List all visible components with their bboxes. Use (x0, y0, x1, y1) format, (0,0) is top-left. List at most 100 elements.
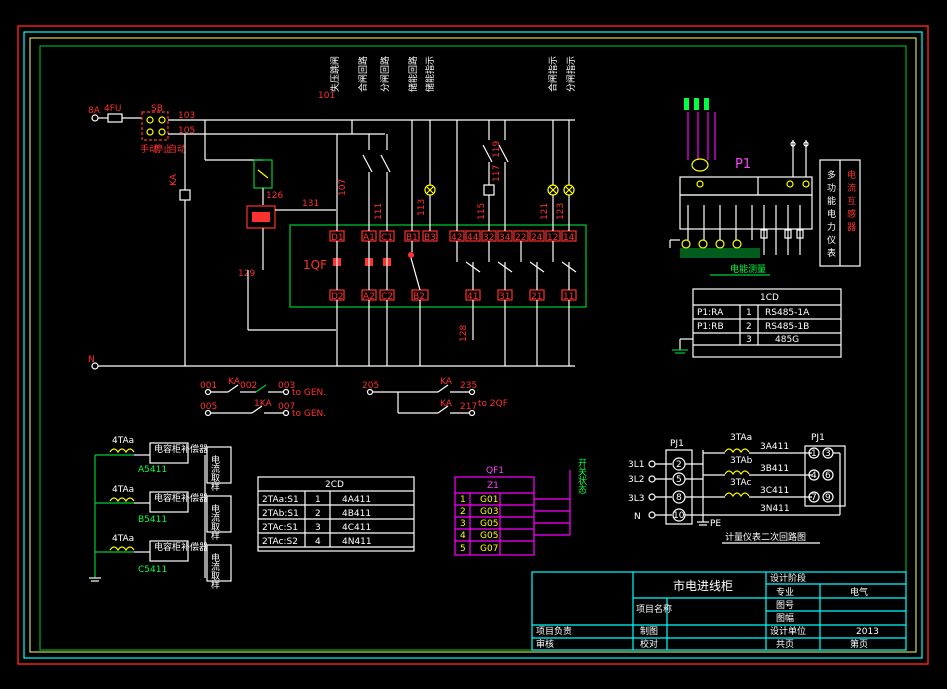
svg-text:审核: 审核 (536, 638, 554, 650)
svg-text:D2: D2 (331, 292, 344, 302)
svg-text:制图: 制图 (640, 625, 658, 637)
svg-text:42: 42 (451, 233, 462, 243)
svg-text:2: 2 (746, 322, 752, 332)
wire-117: 117 (492, 165, 502, 182)
meter-section: P1 电能测量 多功能电力仪表 电流互感器 (669, 98, 861, 358)
svg-text:24: 24 (531, 233, 543, 243)
svg-text:1: 1 (746, 308, 752, 318)
svg-text:设计单位: 设计单位 (770, 625, 806, 637)
mode-label-auto: 自动 (168, 143, 186, 155)
svg-text:14: 14 (563, 233, 575, 243)
svg-text:3: 3 (315, 523, 321, 533)
svg-text:电容柜补偿器: 电容柜补偿器 (154, 443, 208, 455)
meter-legend-2: 电流互感器 (845, 169, 856, 235)
project-name: 项目名称 (636, 603, 672, 615)
qf2-contacts: 205 KA 235 KA 217 to 2QF (362, 377, 508, 417)
svg-text:32: 32 (483, 233, 494, 243)
qf2-row2-to: to 2QF (478, 399, 508, 409)
relay-ka-label: KA (169, 173, 179, 186)
gen-row1-from: 001 (200, 381, 217, 391)
terminal-row-top: D1 A1 C1 B1 B3 42 44 32 34 22 24 12 14 (329, 230, 577, 243)
breaker-1qf-box (289, 224, 587, 308)
label-close-indicator: 合闸指示 (547, 56, 559, 92)
label-open-circuit: 分闸回路 (379, 56, 391, 92)
meter-p1-label: P1 (735, 157, 751, 172)
svg-text:P1:RB: P1:RB (697, 322, 724, 332)
phase-3l1: 3L1 (628, 460, 644, 470)
gen-row2-ka: 1KA (254, 399, 272, 409)
wire-107: 107 (338, 179, 348, 196)
gen-row1-to: to GEN. (292, 388, 326, 398)
svg-text:3TAa: 3TAa (730, 433, 752, 443)
meter-terminal-strip (679, 194, 813, 230)
svg-text:2: 2 (315, 509, 321, 519)
svg-text:电容柜补偿器: 电容柜补偿器 (154, 541, 208, 553)
main-control-circuit: 8A 4FU SB 手动 停止 自动 103 105 101 失压跳闸 合闸回路… (88, 56, 587, 419)
selector-switch-sb (141, 111, 169, 141)
relay-ka-coil (179, 189, 191, 201)
svg-text:D1: D1 (331, 233, 344, 243)
pj-caption: 计量仪表二次回路图 (725, 531, 806, 543)
title-block: 市电进线柜 项目名称 设计阶段 专业 电气 图号 图幅 设计单位 2013 共页… (531, 571, 907, 651)
svg-text:8: 8 (676, 493, 682, 503)
wire-105: 105 (178, 126, 195, 136)
wire-128: 128 (459, 325, 469, 342)
svg-text:3TAb: 3TAb (730, 456, 753, 466)
svg-text:31: 31 (499, 292, 510, 302)
left-node-label: 8A (88, 106, 101, 116)
gen-row2-to-num: 007 (278, 402, 295, 412)
table-2cd-title: 2CD (325, 480, 344, 490)
qf2-row1-from: 205 (362, 381, 379, 391)
svg-text:1: 1 (811, 449, 817, 459)
drawing-title: 市电进线柜 (673, 578, 733, 593)
svg-text:4N411: 4N411 (342, 537, 372, 547)
svg-text:2013: 2013 (856, 627, 879, 637)
svg-text:10: 10 (673, 511, 685, 521)
pj-right-label: PJ1 (811, 433, 825, 443)
svg-text:2TAa:S1: 2TAa:S1 (262, 495, 299, 505)
svg-text:电流取样: 电流取样 (209, 503, 220, 541)
svg-text:3: 3 (825, 449, 831, 459)
svg-text:3: 3 (460, 519, 466, 529)
svg-text:图幅: 图幅 (776, 612, 794, 624)
svg-text:6: 6 (825, 471, 831, 481)
svg-text:专业: 专业 (776, 586, 794, 598)
svg-text:电容柜补偿器: 电容柜补偿器 (154, 492, 208, 504)
wire-121: 121 (540, 203, 550, 220)
table-qf1-side: 开关状态 (576, 458, 587, 494)
ct-row-a: 4TAa 电容柜补偿器 A5411 电流取样 (95, 436, 232, 492)
svg-text:A2: A2 (363, 292, 375, 302)
svg-text:G03: G03 (480, 507, 498, 517)
table-1cd-title: 1CD (760, 293, 779, 303)
relay-ka2-coil (483, 184, 495, 196)
svg-text:RS485-1B: RS485-1B (765, 322, 809, 332)
pj-left-label: PJ1 (670, 439, 684, 449)
svg-text:3: 3 (746, 335, 752, 345)
svg-text:2TAb:S1: 2TAb:S1 (262, 509, 299, 519)
wire-131: 131 (302, 199, 319, 209)
gen-contacts: 001 KA 002 003 to GEN. 005 1KA 007 to GE… (200, 377, 326, 419)
svg-text:图号: 图号 (776, 600, 794, 611)
qf2-row2-num: 217 (460, 402, 477, 412)
svg-text:485G: 485G (775, 335, 799, 345)
wire-101: 101 (318, 91, 335, 101)
terminal-44 (465, 230, 481, 242)
pj-metering-section: PJ1 PJ1 3L1 3L2 3L3 N 2 5 8 10 3TAa 3A41… (628, 433, 846, 544)
table-1cd: 1CD P1:RA 1 RS485-1A P1:RB 2 RS485-1B 3 … (672, 288, 842, 358)
svg-text:B2: B2 (413, 292, 425, 302)
svg-text:4A411: 4A411 (342, 495, 371, 505)
meter-bottom-caption: 电能测量 (730, 263, 766, 275)
charging-motor (246, 205, 276, 229)
sb-label: SB (151, 104, 163, 114)
wire-113: 113 (417, 199, 427, 216)
svg-text:电流取样: 电流取样 (209, 552, 220, 590)
svg-text:21: 21 (531, 292, 542, 302)
svg-text:3C411: 3C411 (760, 486, 789, 496)
frame-cyan (23, 31, 923, 659)
svg-text:12: 12 (547, 233, 558, 243)
svg-text:4: 4 (315, 537, 321, 547)
label-charge-indicator: 储能指示 (424, 56, 436, 92)
svg-text:3N411: 3N411 (760, 504, 790, 514)
terminal-24 (529, 230, 545, 242)
